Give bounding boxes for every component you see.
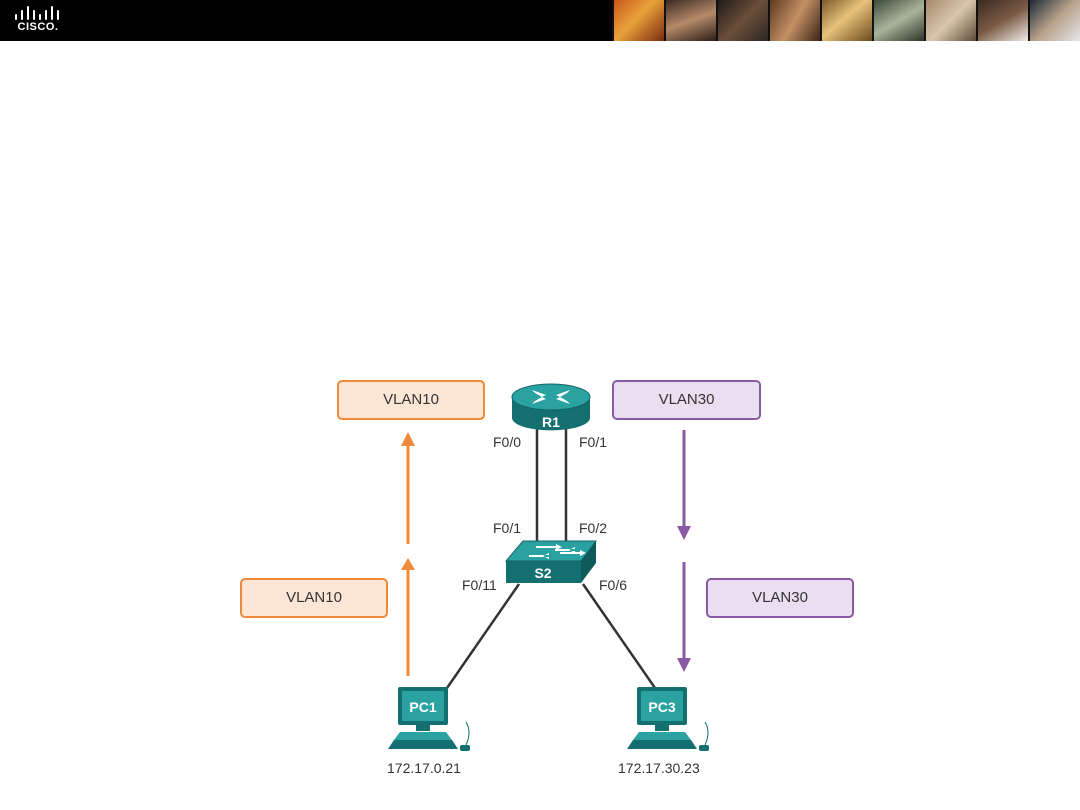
pc3-label: PC3 <box>648 699 675 715</box>
cisco-bridge-icon <box>15 6 59 20</box>
router-r1: R1 <box>511 383 591 431</box>
header-photo <box>664 0 716 41</box>
header-photo <box>872 0 924 41</box>
router-arrows-icon <box>532 390 570 404</box>
vlan30-label-top: VLAN30 <box>612 380 761 420</box>
header-photo <box>976 0 1028 41</box>
switch-label: S2 <box>534 565 551 581</box>
header-photo <box>924 0 976 41</box>
vlan10-arrowhead-lower <box>401 558 415 570</box>
port-label-r1-f00: F0/0 <box>493 434 522 450</box>
pc1-label: PC1 <box>409 699 436 715</box>
port-label-s2-f01: F0/1 <box>493 520 522 536</box>
link-s2-pc3 <box>581 583 657 689</box>
port-label-s2-f02: F0/2 <box>579 520 608 536</box>
cisco-logo-text: CISCO. <box>17 21 59 33</box>
header-bar: CISCO. <box>0 0 1080 41</box>
switch-arrows-icon <box>529 544 586 559</box>
vlan10-label-top: VLAN10 <box>337 380 485 420</box>
pc1-ip-address: 172.17.0.21 <box>387 760 461 776</box>
vlan30-label-bottom: VLAN30 <box>706 578 854 618</box>
vlan30-arrowhead-lower <box>677 658 691 672</box>
header-photo <box>1028 0 1080 41</box>
cisco-logo: CISCO. <box>12 6 64 36</box>
pc-pc1: PC1 <box>388 687 470 751</box>
router-label: R1 <box>542 414 560 430</box>
switch-s2: S2 <box>504 540 597 583</box>
vlan30-arrowhead-upper <box>677 526 691 540</box>
vlan10-arrowhead-upper <box>401 432 415 446</box>
header-photo <box>716 0 768 41</box>
port-label-s2-f011: F0/11 <box>462 577 497 593</box>
port-label-r1-f01: F0/1 <box>579 434 608 450</box>
header-photo <box>768 0 820 41</box>
header-photo-strip <box>612 0 1080 41</box>
header-photo <box>612 0 664 41</box>
header-photo <box>820 0 872 41</box>
vlan10-label-bottom: VLAN10 <box>240 578 388 618</box>
pc3-ip-address: 172.17.30.23 <box>618 760 700 776</box>
link-s2-pc1 <box>445 583 521 689</box>
pc-pc3: PC3 <box>627 687 709 751</box>
port-label-s2-f06: F0/6 <box>599 577 628 593</box>
